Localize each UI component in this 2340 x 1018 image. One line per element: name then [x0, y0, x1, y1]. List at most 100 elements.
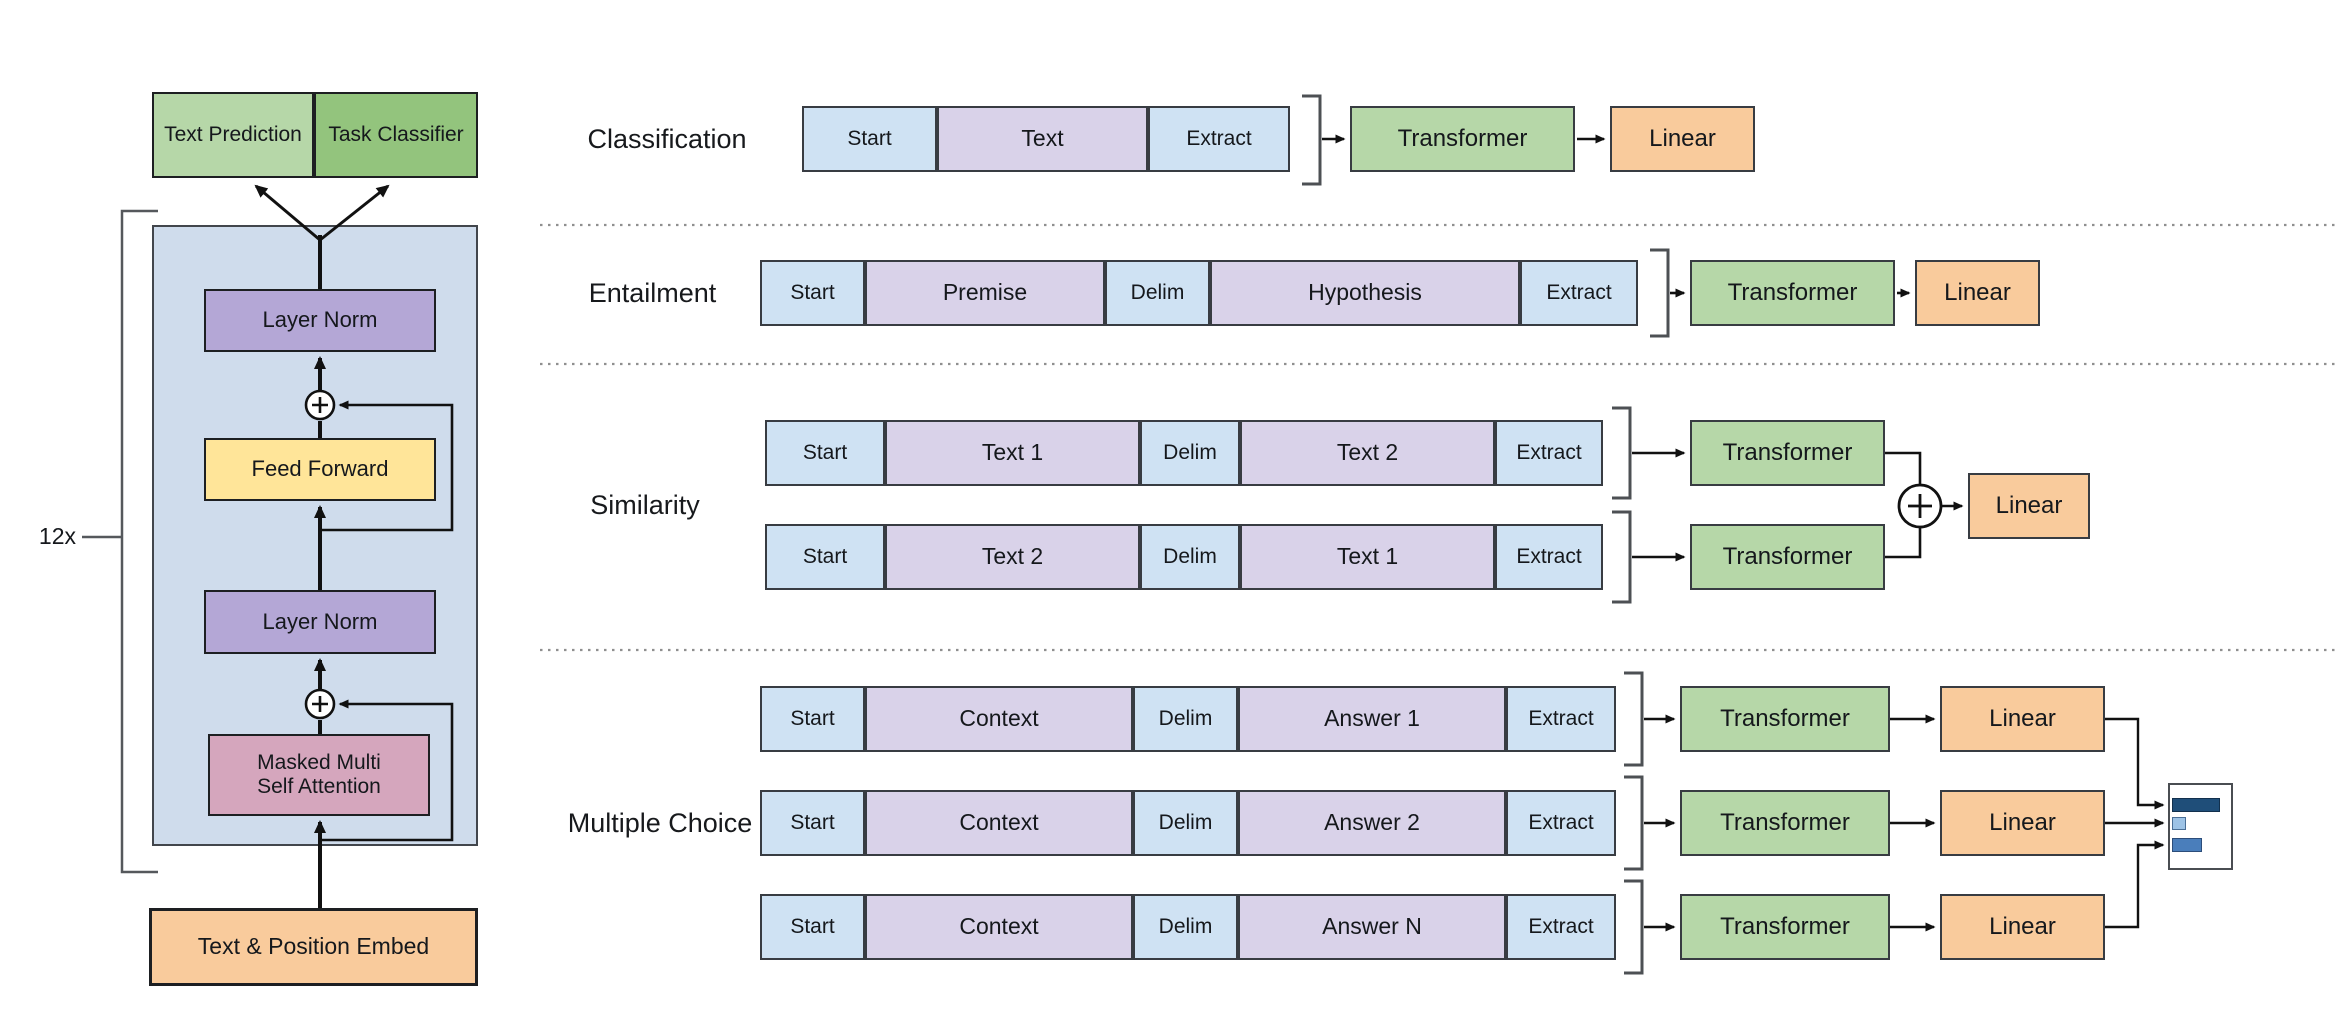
token-text: Text 1 — [981, 439, 1044, 466]
section-label-entailment: Entailment — [555, 276, 750, 310]
token-text: Start — [802, 545, 848, 569]
mc-row1-extract-token: Extract — [1506, 686, 1616, 752]
token-text: Delim — [1163, 545, 1217, 569]
token-text: Text 2 — [1336, 439, 1399, 466]
token-text: Start — [802, 441, 848, 465]
mc-row2-context-token: Context — [865, 790, 1133, 856]
token-text: Text 2 — [981, 543, 1044, 570]
mc-row3-start-token: Start — [760, 894, 865, 960]
entailment-bracket — [1650, 248, 1670, 338]
layer-norm-top-label: Layer Norm — [262, 307, 378, 333]
entailment-hypothesis-token: Hypothesis — [1210, 260, 1520, 326]
token-text: Extract — [1546, 281, 1612, 305]
probability-bar-middle — [2172, 817, 2186, 830]
classification-text-token: Text — [937, 106, 1148, 172]
probability-bar-top — [2172, 798, 2220, 812]
similarity-row1-extract-token: Extract — [1495, 420, 1603, 486]
token-text: Start — [790, 707, 835, 731]
transformer-text: Transformer — [1720, 704, 1850, 732]
linear-text: Linear — [1989, 912, 2056, 940]
masked-attention-box: Masked Multi Self Attention — [208, 734, 430, 816]
token-text: Answer 1 — [1324, 705, 1420, 732]
classification-bracket — [1302, 94, 1322, 186]
mc-row3-linear-box: Linear — [1940, 894, 2105, 960]
token-text: Delim — [1130, 281, 1185, 305]
linear-text: Linear — [1995, 491, 2063, 519]
linear-text: Linear — [1944, 278, 2011, 306]
masked-attention-label-line1: Masked Multi — [257, 751, 381, 775]
mc-row1-delim-token: Delim — [1133, 686, 1238, 752]
token-text: Text — [1021, 125, 1064, 152]
classification-start-token: Start — [802, 106, 937, 172]
masked-attention-label-line2: Self Attention — [257, 775, 381, 798]
mc-row1-answer-token: Answer 1 — [1238, 686, 1506, 752]
token-text: Delim — [1163, 441, 1217, 465]
task-classifier-box: Task Classifier — [314, 92, 478, 178]
similarity-row2-text1-token: Text 1 — [1240, 524, 1495, 590]
similarity-row2-bracket — [1612, 510, 1632, 604]
mc-row3-answer-token: Answer N — [1238, 894, 1506, 960]
similarity-merge-top-connector — [1885, 451, 1922, 485]
mc-row1-context-token: Context — [865, 686, 1133, 752]
token-text: Extract — [1528, 811, 1594, 835]
classification-extract-token: Extract — [1148, 106, 1290, 172]
entailment-linear-box: Linear — [1915, 260, 2040, 326]
mc-row3-to-bars-connector — [2105, 840, 2165, 929]
mc-row3-context-token: Context — [865, 894, 1133, 960]
mc-row1-transformer-box: Transformer — [1680, 686, 1890, 752]
entailment-extract-token: Extract — [1520, 260, 1638, 326]
mc-row1-to-bars-connector — [2105, 717, 2165, 810]
mc-row1-start-token: Start — [760, 686, 865, 752]
similarity-linear-box: Linear — [1968, 473, 2090, 539]
token-text: Delim — [1158, 707, 1213, 731]
entailment-transformer-box: Transformer — [1690, 260, 1895, 326]
mc-row2-extract-token: Extract — [1506, 790, 1616, 856]
classification-linear-box: Linear — [1610, 106, 1755, 172]
token-text: Start — [790, 281, 835, 305]
mc-row2-linear-box: Linear — [1940, 790, 2105, 856]
token-text: Start — [790, 915, 835, 939]
transformer-text: Transformer — [1720, 808, 1850, 836]
token-text: Text 1 — [1336, 543, 1399, 570]
token-text: Extract — [1516, 545, 1582, 569]
similarity-row1-text1-token: Text 1 — [885, 420, 1140, 486]
probability-bar-bottom — [2172, 838, 2202, 852]
section-label-multiple-choice: Multiple Choice — [545, 806, 775, 840]
classification-transformer-box: Transformer — [1350, 106, 1575, 172]
similarity-label-text: Similarity — [590, 489, 700, 520]
similarity-transformer2-box: Transformer — [1690, 524, 1885, 590]
token-text: Start — [847, 127, 892, 151]
similarity-merge-bottom-connector — [1885, 527, 1922, 559]
multiple-choice-label-text: Multiple Choice — [567, 807, 753, 838]
linear-text: Linear — [1989, 808, 2056, 836]
token-text: Extract — [1516, 441, 1582, 465]
token-text: Extract — [1528, 915, 1594, 939]
layer-norm-mid-box: Layer Norm — [204, 590, 436, 654]
entailment-delim-token: Delim — [1105, 260, 1210, 326]
similarity-row1-start-token: Start — [765, 420, 885, 486]
mc-row3-delim-token: Delim — [1133, 894, 1238, 960]
mc-row3-bracket — [1624, 879, 1644, 975]
mc-row1-bracket — [1624, 671, 1644, 767]
token-text: Start — [790, 811, 835, 835]
mc-row1-linear-box: Linear — [1940, 686, 2105, 752]
similarity-row2-start-token: Start — [765, 524, 885, 590]
similarity-row1-delim-token: Delim — [1140, 420, 1240, 486]
classification-label-text: Classification — [587, 123, 747, 154]
token-text: Context — [959, 705, 1039, 732]
transformer-text: Transformer — [1722, 438, 1853, 466]
section-label-classification: Classification — [557, 122, 777, 156]
token-text: Answer N — [1322, 913, 1422, 940]
token-text: Context — [959, 913, 1039, 940]
token-text: Answer 2 — [1324, 809, 1420, 836]
transformer-text: Transformer — [1722, 542, 1853, 570]
task-classifier-label: Task Classifier — [328, 123, 464, 147]
similarity-row2-text2-token: Text 2 — [885, 524, 1140, 590]
layer-norm-mid-label: Layer Norm — [262, 608, 378, 634]
mc-row2-start-token: Start — [760, 790, 865, 856]
mc-row2-delim-token: Delim — [1133, 790, 1238, 856]
token-text: Premise — [942, 279, 1028, 306]
mc-row2-answer-token: Answer 2 — [1238, 790, 1506, 856]
token-text: Extract — [1186, 127, 1252, 151]
token-text: Hypothesis — [1308, 279, 1422, 306]
